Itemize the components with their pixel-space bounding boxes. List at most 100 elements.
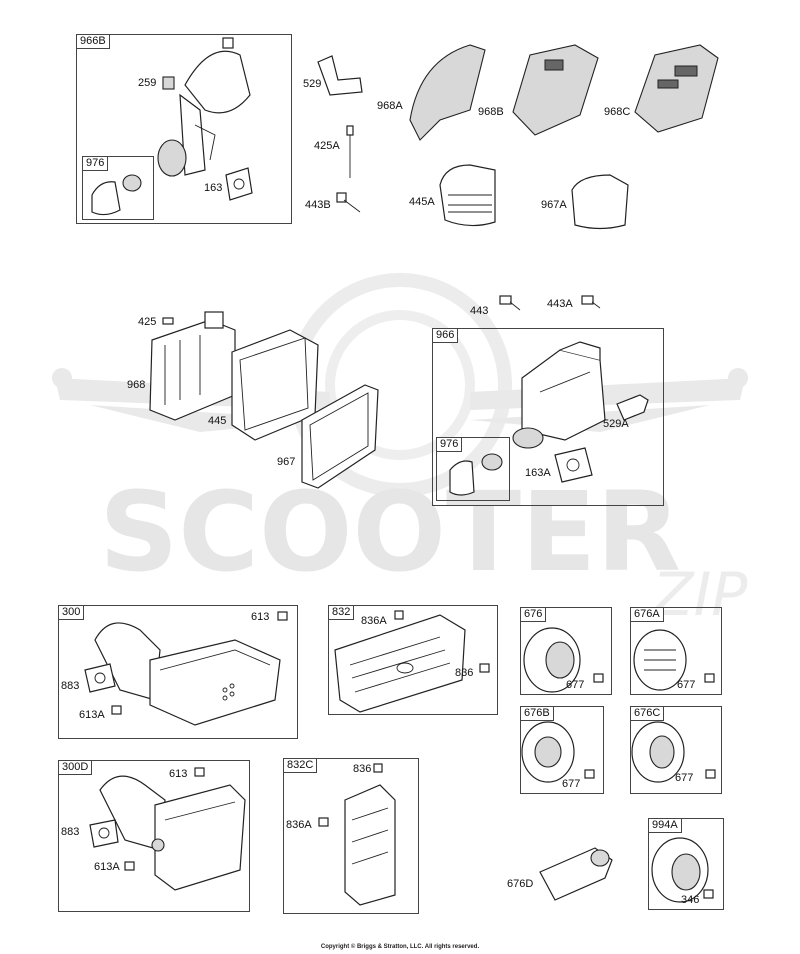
part-label-968A: 968A	[377, 100, 403, 112]
tube-529A-drawing	[616, 394, 649, 421]
group-label-976b: 976	[436, 437, 463, 452]
part-label-883b: 883	[61, 826, 80, 838]
part-label-613Ab: 613A	[94, 861, 120, 873]
part-label-968: 968	[127, 379, 146, 391]
guard-832-drawing	[334, 610, 466, 713]
filter-445A-drawing	[439, 164, 496, 227]
group-box-976b	[436, 437, 510, 501]
part-label-443B: 443B	[305, 199, 331, 211]
group-label-966: 966	[432, 328, 459, 343]
group-box-832C	[283, 758, 419, 914]
bolt-425A-drawing	[346, 125, 354, 178]
part-label-443A: 443A	[547, 298, 573, 310]
group-label-676A: 676A	[630, 607, 664, 622]
part-label-259: 259	[138, 77, 157, 89]
deflector-994A-drawing	[651, 837, 714, 903]
deflector-676C-drawing	[631, 721, 716, 783]
copyright-notice: Copyright © Briggs & Stratton, LLC. All …	[320, 944, 480, 950]
part-label-163A: 163A	[525, 467, 551, 479]
part-label-613b: 613	[169, 768, 188, 780]
part-label-163: 163	[204, 182, 223, 194]
part-label-967: 967	[277, 456, 296, 468]
screw-443B-drawing	[336, 192, 361, 213]
group-box-966	[432, 328, 664, 506]
group-label-976a: 976	[82, 156, 109, 171]
deflector-676-drawing	[523, 627, 604, 693]
group-box-994A	[648, 818, 724, 910]
gasket-883b-drawing	[89, 819, 119, 848]
part-label-425: 425	[138, 316, 157, 328]
part-label-613a: 613	[251, 611, 270, 623]
part-label-677-676C: 677	[675, 772, 694, 784]
precleaner-976b-drawing	[449, 453, 503, 496]
muffler-300D-drawing	[99, 775, 246, 891]
group-label-676: 676	[520, 607, 547, 622]
part-label-676D: 676D	[507, 878, 534, 890]
screw-613Ab-drawing	[124, 861, 135, 871]
group-label-832: 832	[328, 605, 355, 620]
group-label-966B: 966B	[76, 34, 110, 49]
screw-836-drawing	[479, 663, 490, 673]
screw-613a-drawing	[277, 611, 288, 621]
part-label-836b: 836	[353, 763, 372, 775]
part-label-529A: 529A	[603, 418, 629, 430]
part-label-836A: 836A	[361, 615, 387, 627]
air-intake-966-drawing	[512, 341, 606, 449]
clip-259-drawing	[162, 76, 175, 90]
part-label-443: 443	[470, 305, 489, 317]
part-label-968C: 968C	[604, 106, 631, 118]
group-box-300	[58, 605, 298, 739]
group-label-832C: 832C	[283, 758, 318, 773]
part-label-883a: 883	[61, 680, 80, 692]
prefilter-967A-drawing	[571, 174, 629, 230]
gasket-163-drawing	[225, 167, 253, 201]
group-label-994A: 994A	[648, 818, 682, 833]
group-box-832	[328, 605, 498, 715]
part-label-529: 529	[303, 78, 322, 90]
air-intake-elbow-drawing	[157, 37, 251, 177]
screw-613b-drawing	[194, 767, 205, 777]
group-label-676C: 676C	[630, 706, 665, 721]
group-box-300D	[58, 760, 250, 912]
part-label-445: 445	[208, 415, 227, 427]
watermark-brand: SCOOTER	[99, 468, 681, 596]
group-box-676	[520, 607, 612, 695]
group-box-966B	[76, 34, 292, 224]
group-label-676B: 676B	[520, 706, 554, 721]
screw-613Aa-drawing	[111, 705, 122, 715]
group-box-676C	[630, 706, 722, 794]
base-968-drawing	[149, 311, 236, 421]
watermark-sub: ZIP	[651, 560, 749, 630]
prefilter-967-drawing	[301, 384, 379, 489]
guard-832C-drawing	[344, 763, 396, 906]
precleaner-976-drawing	[91, 174, 142, 216]
gasket-163A-drawing	[554, 447, 593, 483]
part-label-425A: 425A	[314, 140, 340, 152]
deflector-676A-drawing	[633, 629, 715, 691]
part-label-677-676B: 677	[562, 778, 581, 790]
group-box-976a	[82, 156, 154, 220]
group-label-300D: 300D	[58, 760, 93, 775]
screw-836Ab-drawing	[318, 817, 329, 827]
screw-425-drawing	[162, 317, 174, 325]
part-label-836Ab: 836A	[286, 819, 312, 831]
part-label-677-676A: 677	[677, 679, 696, 691]
muffler-300-drawing	[94, 622, 281, 726]
part-label-445A: 445A	[409, 196, 435, 208]
group-box-676A	[630, 607, 722, 695]
cover-968C-drawing	[634, 44, 719, 133]
gasket-883a-drawing	[84, 663, 116, 693]
tube-529-drawing	[317, 55, 363, 96]
part-label-968B: 968B	[478, 106, 504, 118]
deflector-676D-drawing	[539, 847, 613, 901]
part-label-836: 836	[455, 667, 474, 679]
part-label-613Aa: 613A	[79, 709, 105, 721]
cover-968B-drawing	[512, 44, 599, 136]
screw-443A-drawing	[581, 295, 601, 309]
part-label-967A: 967A	[541, 199, 567, 211]
part-label-346: 346	[681, 894, 700, 906]
part-label-677-676: 677	[566, 679, 585, 691]
group-box-676B	[520, 706, 604, 794]
